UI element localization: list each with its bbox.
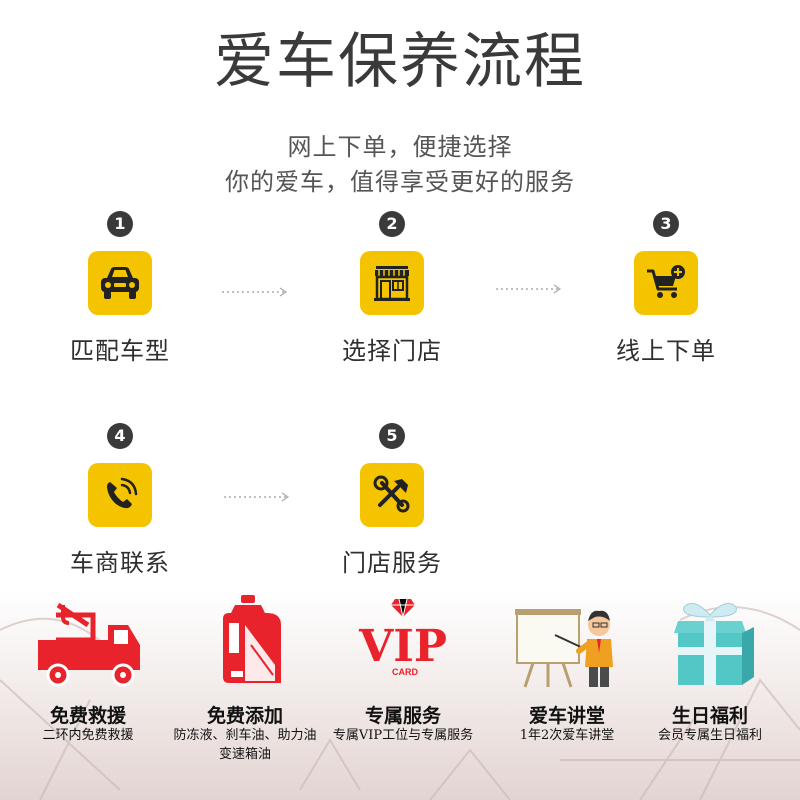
dotted-arrow-icon [222,287,288,297]
gift-box-icon [674,602,754,685]
step-label: 车商联系 [70,549,170,577]
step-number-badge: 1 [107,211,133,237]
step-icon-box [88,251,152,315]
benefit-desc: 会员专属生日福利 [657,728,762,743]
step-number-badge: 5 [379,423,405,449]
benefit-desc: 1年2次爱车讲堂 [519,728,615,743]
step-label: 门店服务 [342,549,442,577]
step-icon-box [360,463,424,527]
benefit-free-rescue: 免费救援 二环内免费救援 [8,590,168,790]
benefit-title: 爱车讲堂 [528,705,605,727]
step-match-car: 1 匹配车型 [40,211,200,371]
subtitle-line-1: 网上下单，便捷选择 [287,133,513,161]
benefit-birthday-gift: 生日福利 会员专属生日福利 [630,590,790,790]
benefit-desc-line-2: 变速箱油 [218,747,271,762]
step-icon-box [634,251,698,315]
vip-logo-text: VIP [358,621,447,672]
step-number-badge: 3 [653,211,679,237]
step-dealer-contact: 4 车商联系 [40,423,200,583]
benefit-free-refill: 免费添加 防冻液、刹车油、助力油 变速箱油 [165,590,325,790]
step-label: 线上下单 [616,337,716,365]
benefits-section: 免费救援 二环内免费救援 免费添加 防冻液、刹车油、助力油 变速箱油 VIP C… [0,590,800,800]
tow-truck-icon [38,602,140,687]
step-label: 匹配车型 [70,337,170,365]
step-store-service: 5 门店服务 [312,423,472,583]
tools-icon [373,475,410,513]
step-label: 选择门店 [342,337,442,365]
benefit-desc: 防冻液、刹车油、助力油 [173,728,317,743]
step-icon-box [360,251,424,315]
benefit-desc: 专属VIP工位与专属服务 [332,728,474,743]
step-number-badge: 2 [379,211,405,237]
vip-card-icon: VIP CARD [358,598,447,677]
benefit-title: 免费救援 [49,705,126,727]
cart-add-icon [647,265,685,298]
car-icon [101,267,139,299]
benefit-title: 生日福利 [671,705,748,727]
store-icon [374,266,410,301]
dotted-arrow-icon [496,284,562,294]
benefit-car-lecture: 爱车讲堂 1年2次爱车讲堂 [487,590,647,790]
phone-icon [107,477,138,509]
dotted-arrow-icon [224,492,290,502]
benefit-desc: 二环内免费救援 [42,728,134,743]
lecturer-icon [515,609,613,688]
vip-card-text: CARD [392,667,418,677]
step-place-order: 3 线上下单 [586,211,746,371]
subtitle-line-2: 你的爱车，值得享受更好的服务 [225,168,575,196]
page-title: 爱车保养流程 [214,27,586,97]
step-select-store: 2 选择门店 [312,211,472,371]
step-icon-box [88,463,152,527]
step-number-badge: 4 [107,423,133,449]
benefit-title: 免费添加 [206,705,283,727]
benefit-vip-service: VIP CARD 专属服务 专属VIP工位与专属服务 [323,590,483,790]
oil-bottle-icon [223,595,281,683]
benefit-title: 专属服务 [364,705,441,727]
